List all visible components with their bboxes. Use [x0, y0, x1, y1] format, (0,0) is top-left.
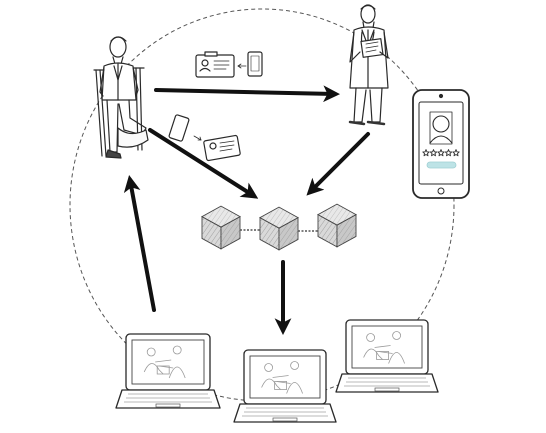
block-cube — [259, 206, 299, 251]
arrow-patient-to-doctor — [154, 85, 341, 103]
laptop-center — [233, 349, 337, 423]
consultation-scene-icon — [363, 331, 405, 364]
arrow-patient-to-blockchain — [148, 128, 259, 199]
arrow-laptop-to-patient — [123, 175, 156, 312]
block-cube — [317, 203, 357, 248]
star-icon — [429, 149, 438, 157]
exchange-phone-card-bottom — [168, 114, 241, 162]
laptop-right — [335, 319, 439, 393]
rating-button — [426, 161, 457, 169]
phone-icon — [168, 114, 190, 142]
blockchain-cubes-icon — [201, 203, 357, 251]
rating-stars — [422, 149, 460, 157]
phone-icon — [247, 51, 263, 77]
doctor-with-clipboard-icon — [348, 4, 389, 126]
laptop-left — [115, 333, 221, 409]
star-icon — [422, 149, 430, 157]
id-card-icon — [195, 54, 235, 78]
star-icon — [437, 149, 445, 157]
exchange-card-phone-top — [195, 51, 263, 78]
rating-app-phone-icon — [412, 89, 470, 199]
star-icon — [444, 149, 453, 157]
block-cube — [201, 205, 241, 250]
profile-avatar-icon — [429, 111, 453, 145]
patient-on-crutches-icon — [93, 36, 149, 159]
consultation-scene-icon — [143, 345, 186, 379]
arrow-doctor-to-blockchain — [306, 132, 370, 196]
consultation-scene-icon — [261, 361, 303, 394]
id-card-icon — [203, 134, 241, 162]
star-icon — [452, 149, 460, 157]
